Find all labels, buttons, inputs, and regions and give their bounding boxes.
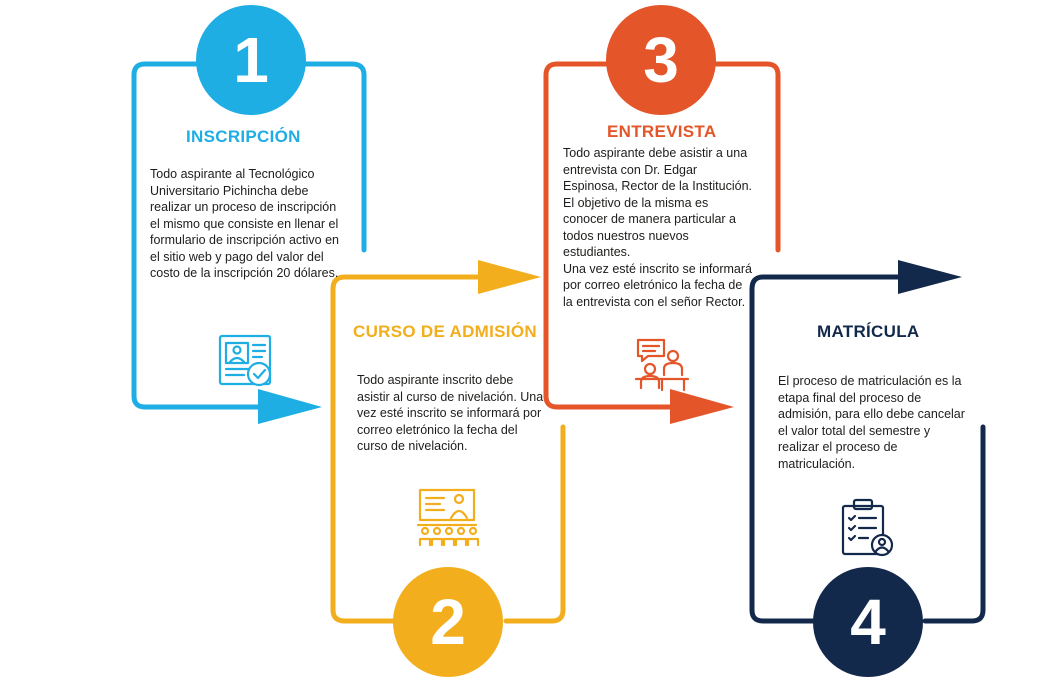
step-3-frame xyxy=(543,61,781,410)
step-1-description: Todo aspirante al Tecnológico Universita… xyxy=(150,167,339,280)
step-2-description: Todo aspirante inscrito debe asistir al … xyxy=(357,373,544,453)
step-2-frame xyxy=(330,274,566,624)
step-4-frame xyxy=(749,274,986,624)
step-4-arrow xyxy=(898,260,962,294)
step-2-number: 2 xyxy=(430,586,466,658)
step-1-title: INSCRIPCIÓN xyxy=(186,127,301,146)
classroom-icon xyxy=(416,488,480,547)
step-1-arrow xyxy=(258,389,322,424)
clipboard-user-icon xyxy=(841,498,894,557)
step-4-circle xyxy=(813,567,923,677)
step-1-circle xyxy=(196,5,306,115)
step-2-circle xyxy=(393,567,503,677)
step-3-description: Todo aspirante debe asistir a una entrev… xyxy=(563,146,752,309)
step-3-title: ENTREVISTA xyxy=(607,122,717,141)
id-card-check-icon xyxy=(218,334,272,387)
step-4-title: MATRÍCULA xyxy=(817,322,920,341)
step-2-title: CURSO DE ADMISIÓN xyxy=(353,322,537,341)
step-1-frame xyxy=(131,61,367,410)
step-1-number: 1 xyxy=(233,24,269,96)
step-4-description: El proceso de matriculación es la etapa … xyxy=(778,374,965,471)
step-2-arrow xyxy=(478,260,541,294)
step-3-arrow xyxy=(670,389,734,424)
step-3-circle xyxy=(606,5,716,115)
step-4-number: 4 xyxy=(850,586,886,658)
step-3-number: 3 xyxy=(643,24,679,96)
interview-icon xyxy=(634,338,690,392)
